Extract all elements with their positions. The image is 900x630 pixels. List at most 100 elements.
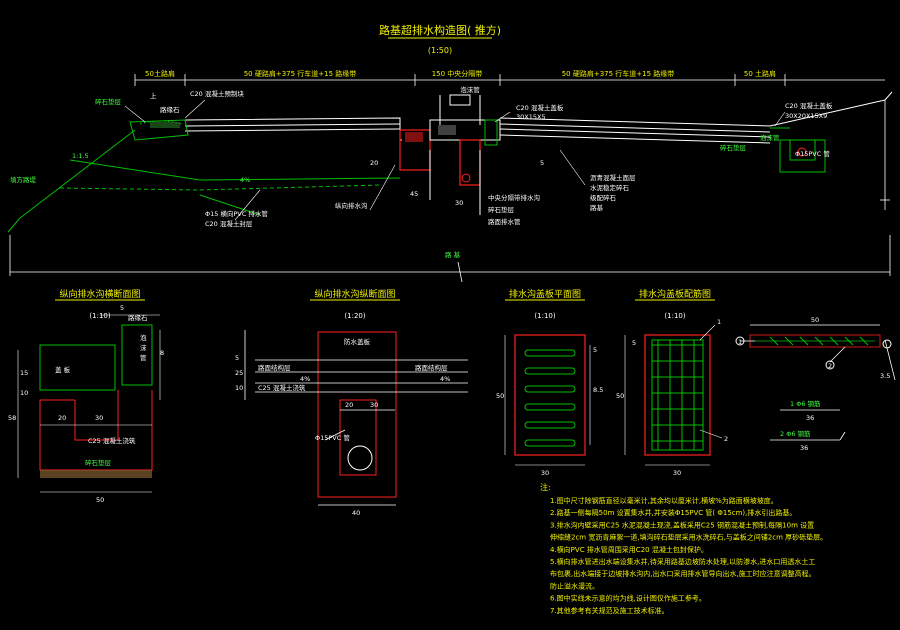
cover-slot: [524, 403, 576, 411]
s1-dim-30: 30: [95, 414, 103, 422]
cover-slot: [524, 367, 576, 375]
right-ditch: [770, 127, 826, 173]
s2-dim-10: 10: [235, 384, 243, 392]
lbl-c20: C20 混凝土封层: [205, 219, 253, 228]
s1-label-top: 路缘石: [128, 313, 148, 322]
s3-dim-5: 5: [593, 346, 597, 354]
s2-dim-25: 25: [235, 369, 243, 377]
section1-title: 纵向排水沟横断面图: [59, 288, 140, 300]
section4-scale: (1:10): [664, 312, 685, 320]
s5-dim-ribs: 36: [806, 414, 814, 422]
note-line: 1.图中尺寸除钢筋直径以毫米计,其余均以厘米计,横坡%为路面横坡坡度。: [550, 496, 778, 505]
notes-head: 注:: [540, 482, 551, 492]
s1-label-c25: C25 混凝土浇筑: [88, 436, 136, 445]
right-slope: [769, 91, 893, 127]
s2-dim-30: 30: [370, 401, 378, 409]
lbl-mid3: 路面排水管: [488, 217, 521, 226]
s4-callout2: 2: [724, 435, 728, 443]
s1-dim-10: 10: [20, 389, 28, 397]
s1-label-right1: 泡: [140, 333, 147, 342]
s2-dim-40: 40: [352, 509, 360, 517]
rebar-rib: [769, 336, 779, 346]
dim-lane-left: 50 硬路肩+375 行车道+15 路缘带: [244, 69, 357, 78]
section3-title: 排水沟盖板平面图: [509, 288, 581, 300]
s1-label-base: 碎石垫层: [85, 458, 112, 467]
section3-drawing: 排水沟盖板平面图 (1:10) 50 30 8.5 5: [496, 288, 603, 477]
main-scale: (1:50): [428, 46, 452, 55]
s5-label-bar2: 2 Φ6 钢筋: [780, 429, 811, 438]
main-cross-section: 路基超排水构造图( 推方) (1:50) 50土路肩 50 硬路肩+375 行车…: [7, 23, 893, 283]
s2-label-l2: C25 混凝土浇筑: [258, 383, 306, 392]
s5-dim-35: 3.5: [880, 372, 890, 380]
lbl-left-1: 碎石垫层: [95, 97, 122, 106]
note-line: 7.其他参考有关规范及施工技术标准。: [550, 606, 669, 615]
dim-20: 20: [370, 159, 378, 167]
lbl-r-note3: 级配碎石: [590, 193, 617, 202]
left-shoulder-block: [129, 119, 189, 141]
dim-slope-left: 50土路肩: [145, 69, 175, 78]
lbl-right-4: Φ15PVC 管: [795, 149, 830, 158]
s5-dim-36: 36: [800, 444, 808, 452]
s4-callout1: 1: [717, 318, 721, 326]
s4-dim-50: 50: [616, 392, 624, 400]
dim-lane-right: 50 硬路肩+375 行车道+15 路缘带: [562, 69, 675, 78]
note-line: 6.图中实线未示意的均为线,设计图仅作施工参考。: [550, 594, 706, 603]
s4-dim-5: 5: [632, 339, 636, 347]
notes-block: 注: 1.图中尺寸除钢筋直径以毫米计,其余均以厘米计,横坡%为路面横坡坡度。2.…: [540, 482, 827, 615]
section2-drawing: 纵向排水沟纵断面图 (1:20) 防水盖板 路面结构层 C25 混凝土浇筑 路面…: [235, 288, 468, 517]
rebar-rib: [799, 336, 809, 346]
right-ruler: [880, 100, 890, 210]
s5-callout2: 2: [828, 362, 832, 370]
lbl-left-3: 上: [150, 91, 157, 100]
note-line: 5.横向排水管进出水端设集水井,待采用路基边坡防水处理,以防渗水,进水口用透水土…: [550, 557, 815, 566]
s1-dim-50: 50: [96, 496, 104, 504]
dim-45: 45: [410, 190, 418, 198]
note-line: 4.横向PVC 排水管周围采用C20 混凝土包封保护。: [550, 545, 708, 554]
lbl-r-note2: 水泥稳定碎石: [590, 183, 630, 192]
section5-ribs: [769, 336, 869, 346]
s4-dim-30: 30: [673, 469, 681, 477]
s1-dim-58: 58: [8, 414, 16, 422]
dim-5: 5: [540, 159, 544, 167]
note-line: 防止溢水漫流。: [550, 581, 599, 590]
lbl-right-5: 碎石垫层: [720, 143, 747, 152]
s3-dim-85: 8.5: [593, 386, 603, 394]
main-leaders: [124, 99, 786, 221]
section3-scale: (1:10): [534, 312, 555, 320]
section1-drawing: 纵向排水沟横断面图 (1:10) 盖 板 泡 沫 管 C25 混凝土浇筑 碎石垫…: [8, 288, 164, 504]
s1-label-block: 盖 板: [55, 365, 71, 374]
s3-dim-30: 30: [541, 469, 549, 477]
lbl-mid1: 中央分隔带排水沟: [488, 193, 540, 202]
s5-callout1: 1: [738, 338, 742, 346]
s1-dim-20: 20: [58, 414, 66, 422]
section2-scale: (1:20): [344, 312, 365, 320]
rebar-rib: [784, 336, 794, 346]
s5-dim-50: 50: [811, 316, 819, 324]
lbl-fill: 填方路堤: [10, 175, 37, 184]
rebar-rib: [829, 336, 839, 346]
lbl-r-note1: 沥青混凝土面层: [590, 173, 636, 182]
section1-scale: (1:10): [89, 312, 110, 320]
rebar-rib: [859, 336, 869, 346]
lbl-left-4: 路缘石: [160, 105, 180, 114]
lbl-pvc: Φ15 横向PVC 排水管: [205, 209, 268, 218]
lbl-r-note4: 路基: [590, 203, 604, 212]
s3-dim-50: 50: [496, 392, 504, 400]
s1-dim-5: 5: [120, 304, 124, 312]
left-slope: [7, 129, 401, 233]
lbl-ditch: 纵向排水沟: [335, 201, 368, 210]
s2-dim-20: 20: [345, 401, 353, 409]
s2-dim-5: 5: [235, 354, 239, 362]
section3-slots: [524, 349, 576, 447]
median-structure: [399, 94, 501, 215]
s2-label-cover: 防水盖板: [344, 337, 371, 346]
s1-dim-8: 8: [160, 349, 164, 357]
cover-slot: [524, 421, 576, 429]
section2-title: 纵向排水沟纵断面图: [314, 288, 395, 300]
lbl-median-top2: C20 混凝土盖板: [516, 103, 564, 112]
rebar-rib: [814, 336, 824, 346]
dim-slope-right: 50 土路肩: [744, 69, 776, 78]
lbl-road: 路 基: [445, 250, 461, 259]
lbl-median-top3: 30X15X5: [516, 113, 546, 121]
